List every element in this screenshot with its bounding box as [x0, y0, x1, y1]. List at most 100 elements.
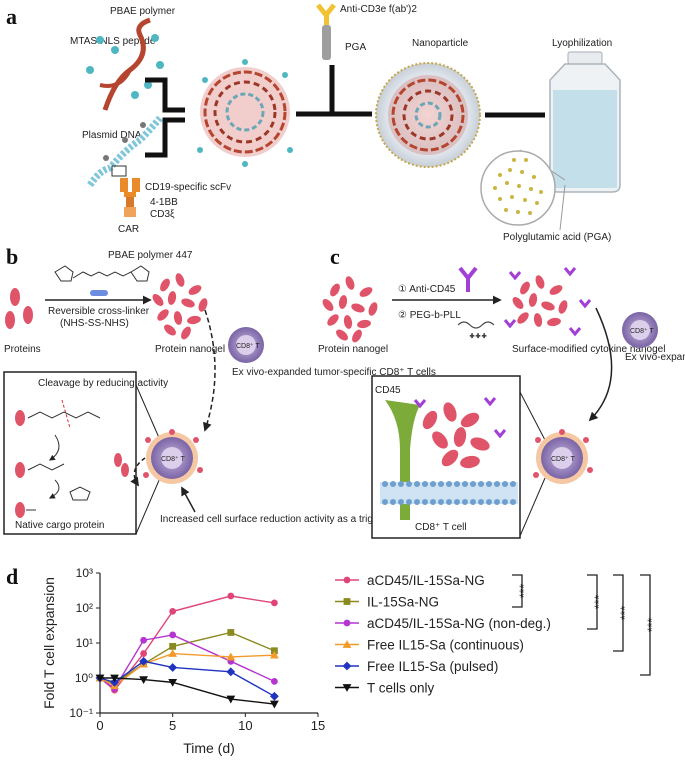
cd19-label: CD19-specific scFv [145, 182, 231, 193]
car-label: CAR [118, 224, 139, 235]
data-point [271, 599, 278, 607]
proteins-label: Proteins [4, 344, 41, 355]
significance-stars: *** [517, 584, 531, 598]
plasmid-dna-strand [87, 115, 163, 187]
antibodies-zoom [413, 397, 507, 439]
y-tick-label: 10³ [76, 566, 93, 580]
t-cell-c-small-label: CD8⁺ T [630, 327, 655, 335]
data-point [169, 642, 177, 650]
x-tick-label: 0 [96, 718, 103, 733]
pbae447-label: PBAE polymer 447 [108, 250, 193, 261]
panel-a-letter: a [6, 4, 17, 29]
bracket-top [145, 77, 185, 113]
x-axis-label: Time (d) [183, 740, 235, 756]
zoom-line-b1 [135, 384, 161, 441]
data-point [226, 667, 236, 677]
data-point [140, 650, 148, 657]
zoom-line-c1 [519, 391, 546, 441]
data-point [110, 674, 119, 683]
series-line [99, 631, 275, 685]
t-cell-b-target: CD8⁺ T [143, 429, 203, 484]
vial-icon [549, 51, 621, 193]
data-point [226, 695, 236, 704]
t-cell-b-small-label: CD8⁺ T [236, 342, 261, 350]
significance-bracket [512, 574, 523, 608]
x-tick-label: 15 [311, 718, 325, 733]
data-point [227, 592, 235, 600]
legend-label: aCD45/IL-15Sa-NG (non-deg.) [367, 616, 551, 631]
data-point [270, 691, 279, 701]
data-point [139, 656, 148, 666]
significance-bracket [640, 574, 651, 676]
arrow-nanogel-to-cell [203, 309, 216, 432]
data-point [270, 700, 279, 709]
legend-label: IL-15Sa-NG [367, 595, 439, 610]
membrane-bilayer [380, 481, 518, 505]
nanogel-bound-zoom [422, 402, 490, 469]
ex-vivo-c-label: Ex vivo-expanded tumor-specific CD8⁺ T c… [625, 352, 685, 363]
significance-stars: *** [592, 595, 606, 609]
antibody-icon-c [458, 266, 478, 292]
nanoparticle-label: Nanoparticle [412, 38, 469, 49]
pbae-polymer-strand [86, 17, 164, 111]
data-point [139, 676, 148, 685]
panel-d-letter: d [6, 564, 18, 589]
lyophilization-label: Lyophilization [552, 38, 612, 49]
significance-brackets: *** *** *** *** [512, 574, 659, 676]
bracket-bottom [145, 117, 185, 158]
legend-label: Free IL15-Sa (pulsed) [367, 659, 498, 674]
panel-a: a PBAE polymer MTAS-NLS peptide Plasmid … [6, 3, 621, 261]
legend-label: Free IL15-Sa (continuous) [367, 638, 524, 653]
data-point [169, 631, 177, 639]
legend-label: T cells only [367, 681, 435, 696]
data-point [95, 674, 105, 683]
significance-stars: *** [645, 618, 659, 632]
y-axis-label: Fold T cell expansion [41, 577, 57, 709]
peg-pll-icon: + + + [457, 321, 495, 341]
data-point [271, 677, 278, 685]
car-construct-icon [120, 178, 140, 217]
y-tick-label: 10¹ [76, 636, 93, 650]
significance-bracket [613, 574, 624, 652]
zoom-line-2 [559, 184, 566, 231]
t-cell-c-small: CD8⁺ T [622, 312, 658, 348]
protein-monomers [5, 288, 33, 329]
significance-bracket [587, 574, 598, 630]
step1-label: ① Anti-CD45 [398, 284, 456, 295]
data-point [140, 636, 148, 644]
significance-stars: *** [618, 606, 632, 620]
panel-c: c Protein nanogel ① Anti-CD45 ② PEG-b-PL… [318, 244, 685, 539]
cd45-receptor [385, 400, 420, 520]
zoom-line-b2 [135, 477, 161, 535]
arrow-nanogel-to-cell-c [588, 307, 613, 422]
crosslinker-label: Reversible cross-linker [48, 306, 150, 317]
legend-marker [342, 640, 352, 648]
data-point [168, 649, 178, 657]
x-tick-label: 10 [238, 718, 252, 733]
y-tick-label: 10² [76, 601, 93, 615]
data-point [270, 650, 279, 659]
data-point [226, 652, 236, 661]
surface-modified-label: Surface-modified cytokine nanogel [512, 344, 665, 355]
increased-label: Increased cell surface reduction activit… [160, 514, 461, 525]
data-point [169, 607, 177, 615]
nhs-label: (NHS-SS-NHS) [60, 318, 129, 329]
series-5 [95, 674, 279, 709]
link-line-2 [322, 65, 335, 117]
cd45-label: CD45 [375, 385, 401, 396]
legend-marker [343, 598, 351, 605]
coated-nanoparticle [375, 62, 481, 168]
chart-legend: aCD45/IL-15Sa-NGIL-15Sa-NGaCD45/IL-15Sa-… [335, 573, 551, 696]
protein-nanogel-b [152, 273, 208, 340]
protein-nanogel-c-label: Protein nanogel [318, 344, 388, 355]
surface-modified-nanogel [503, 267, 592, 337]
legend-marker [343, 619, 351, 627]
data-point [227, 629, 235, 636]
pga-label: PGA [345, 42, 366, 53]
t-cell-c-target: CD8⁺ T [533, 429, 593, 484]
released-proteins [114, 453, 129, 477]
pga-particles-label: Polyglutamic acid (PGA) [503, 232, 611, 243]
zoom-line-c2 [519, 477, 546, 537]
